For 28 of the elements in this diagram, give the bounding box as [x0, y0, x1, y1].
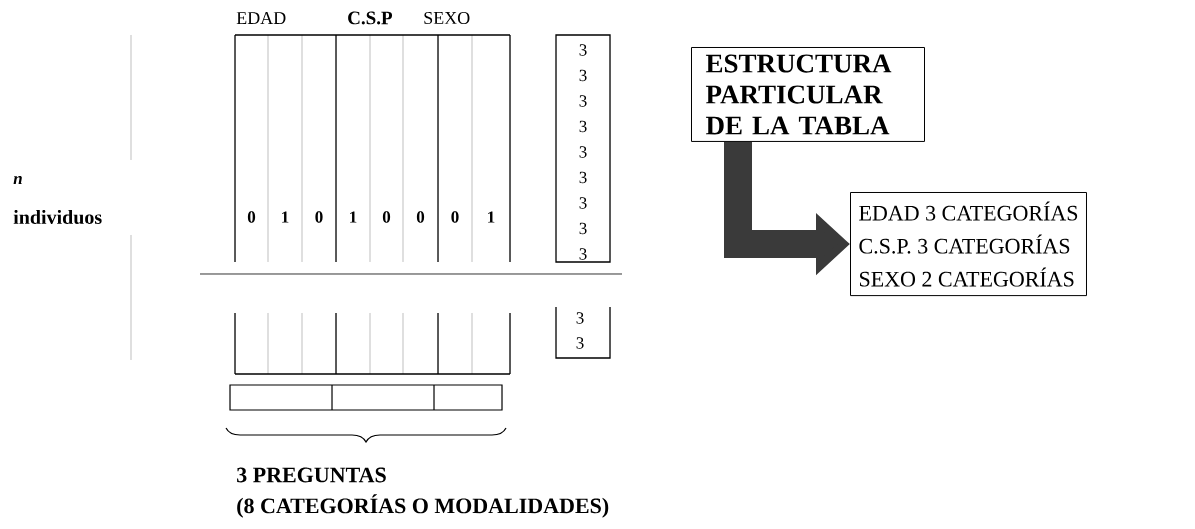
row-label: n [13, 176, 22, 184]
group-caption: (8 CATEGORÍAS O MODALIDADES) [237, 494, 609, 518]
cell-value: 3 [576, 312, 584, 324]
cell-value: 0 [315, 211, 323, 223]
cell-value: 0 [247, 211, 256, 223]
group-caption: 3 PREGUNTAS [237, 467, 386, 483]
cell-value: 3 [579, 171, 587, 184]
cell-value: 3 [579, 197, 587, 209]
cell-value: 3 [579, 146, 587, 158]
info-box: EDAD 3 CATEGORÍAS C.S.P. 3 CATEGORÍAS SEXO 2 CATEGORÍAS [850, 192, 1087, 297]
cell-value: 0 [382, 211, 391, 223]
column-header: EDAD [236, 12, 286, 24]
cell-value: 3 [579, 248, 587, 260]
row-label: individuos [13, 209, 102, 225]
cell-value: 0 [451, 211, 459, 223]
title-box: ESTRUCTURA PARTICULAR DE LA TABLA [691, 47, 925, 142]
cell-value: 3 [579, 222, 587, 235]
cell-value: 3 [579, 95, 587, 107]
cell-value: 1 [282, 211, 289, 223]
cell-value: 0 [416, 211, 425, 223]
cell-value: 3 [579, 120, 587, 133]
cell-value: 3 [576, 337, 584, 349]
cell-value: 3 [579, 44, 587, 56]
column-header: SEXO [424, 11, 470, 25]
cell-value: 3 [579, 69, 587, 82]
cell-value: 1 [488, 211, 495, 223]
cell-value: 1 [350, 211, 357, 223]
column-header: C.S.P [348, 11, 393, 25]
